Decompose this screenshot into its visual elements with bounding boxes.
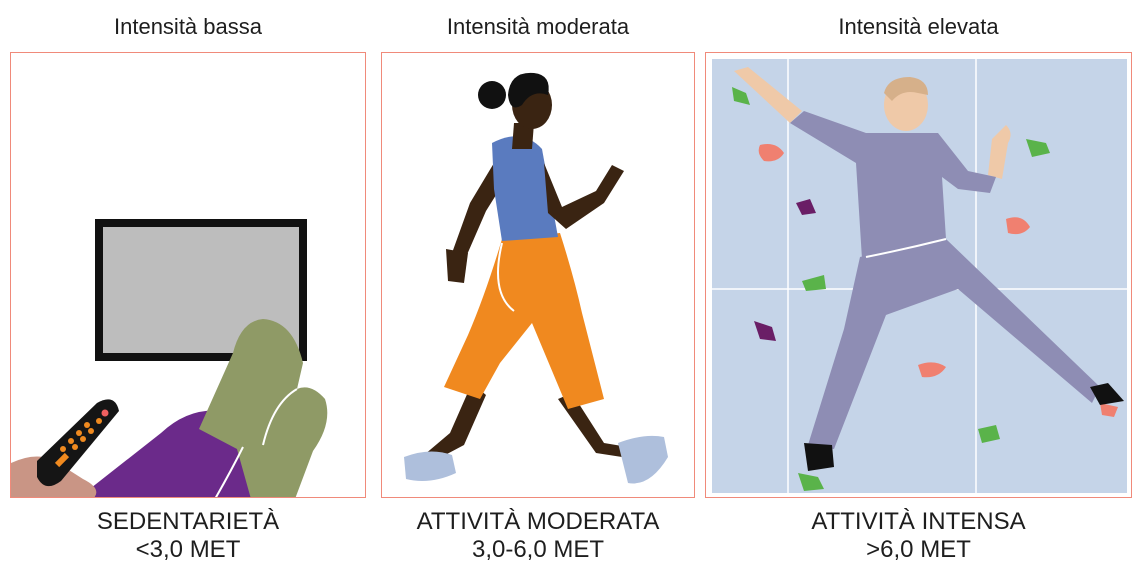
activity-label: SEDENTARIETÀ (96, 508, 280, 535)
climbing-illustration (705, 52, 1132, 498)
activity-label: ATTIVITÀ INTENSA (811, 508, 1026, 535)
panel-title: Intensità elevata (838, 14, 999, 39)
walking-woman-icon (404, 72, 668, 484)
walking-illustration (381, 52, 695, 498)
panel-caption: ATTIVITÀ INTENSA >6,0 MET (705, 508, 1132, 564)
remote-control-icon (37, 399, 119, 487)
sedentary-illustration (10, 52, 366, 498)
met-range: <3,0 MET (135, 536, 241, 563)
panel-title: Intensità bassa (114, 14, 262, 39)
met-range: >6,0 MET (866, 536, 971, 563)
panel-caption: ATTIVITÀ MODERATA 3,0-6,0 MET (381, 508, 695, 564)
met-range: 3,0-6,0 MET (471, 536, 605, 563)
climber-icon (734, 67, 1124, 471)
panel-title: Intensità moderata (446, 14, 630, 39)
activity-label: ATTIVITÀ MODERATA (416, 508, 660, 535)
panel-caption: SEDENTARIETÀ <3,0 MET (10, 508, 366, 564)
legs-on-couch-icon (79, 319, 328, 497)
